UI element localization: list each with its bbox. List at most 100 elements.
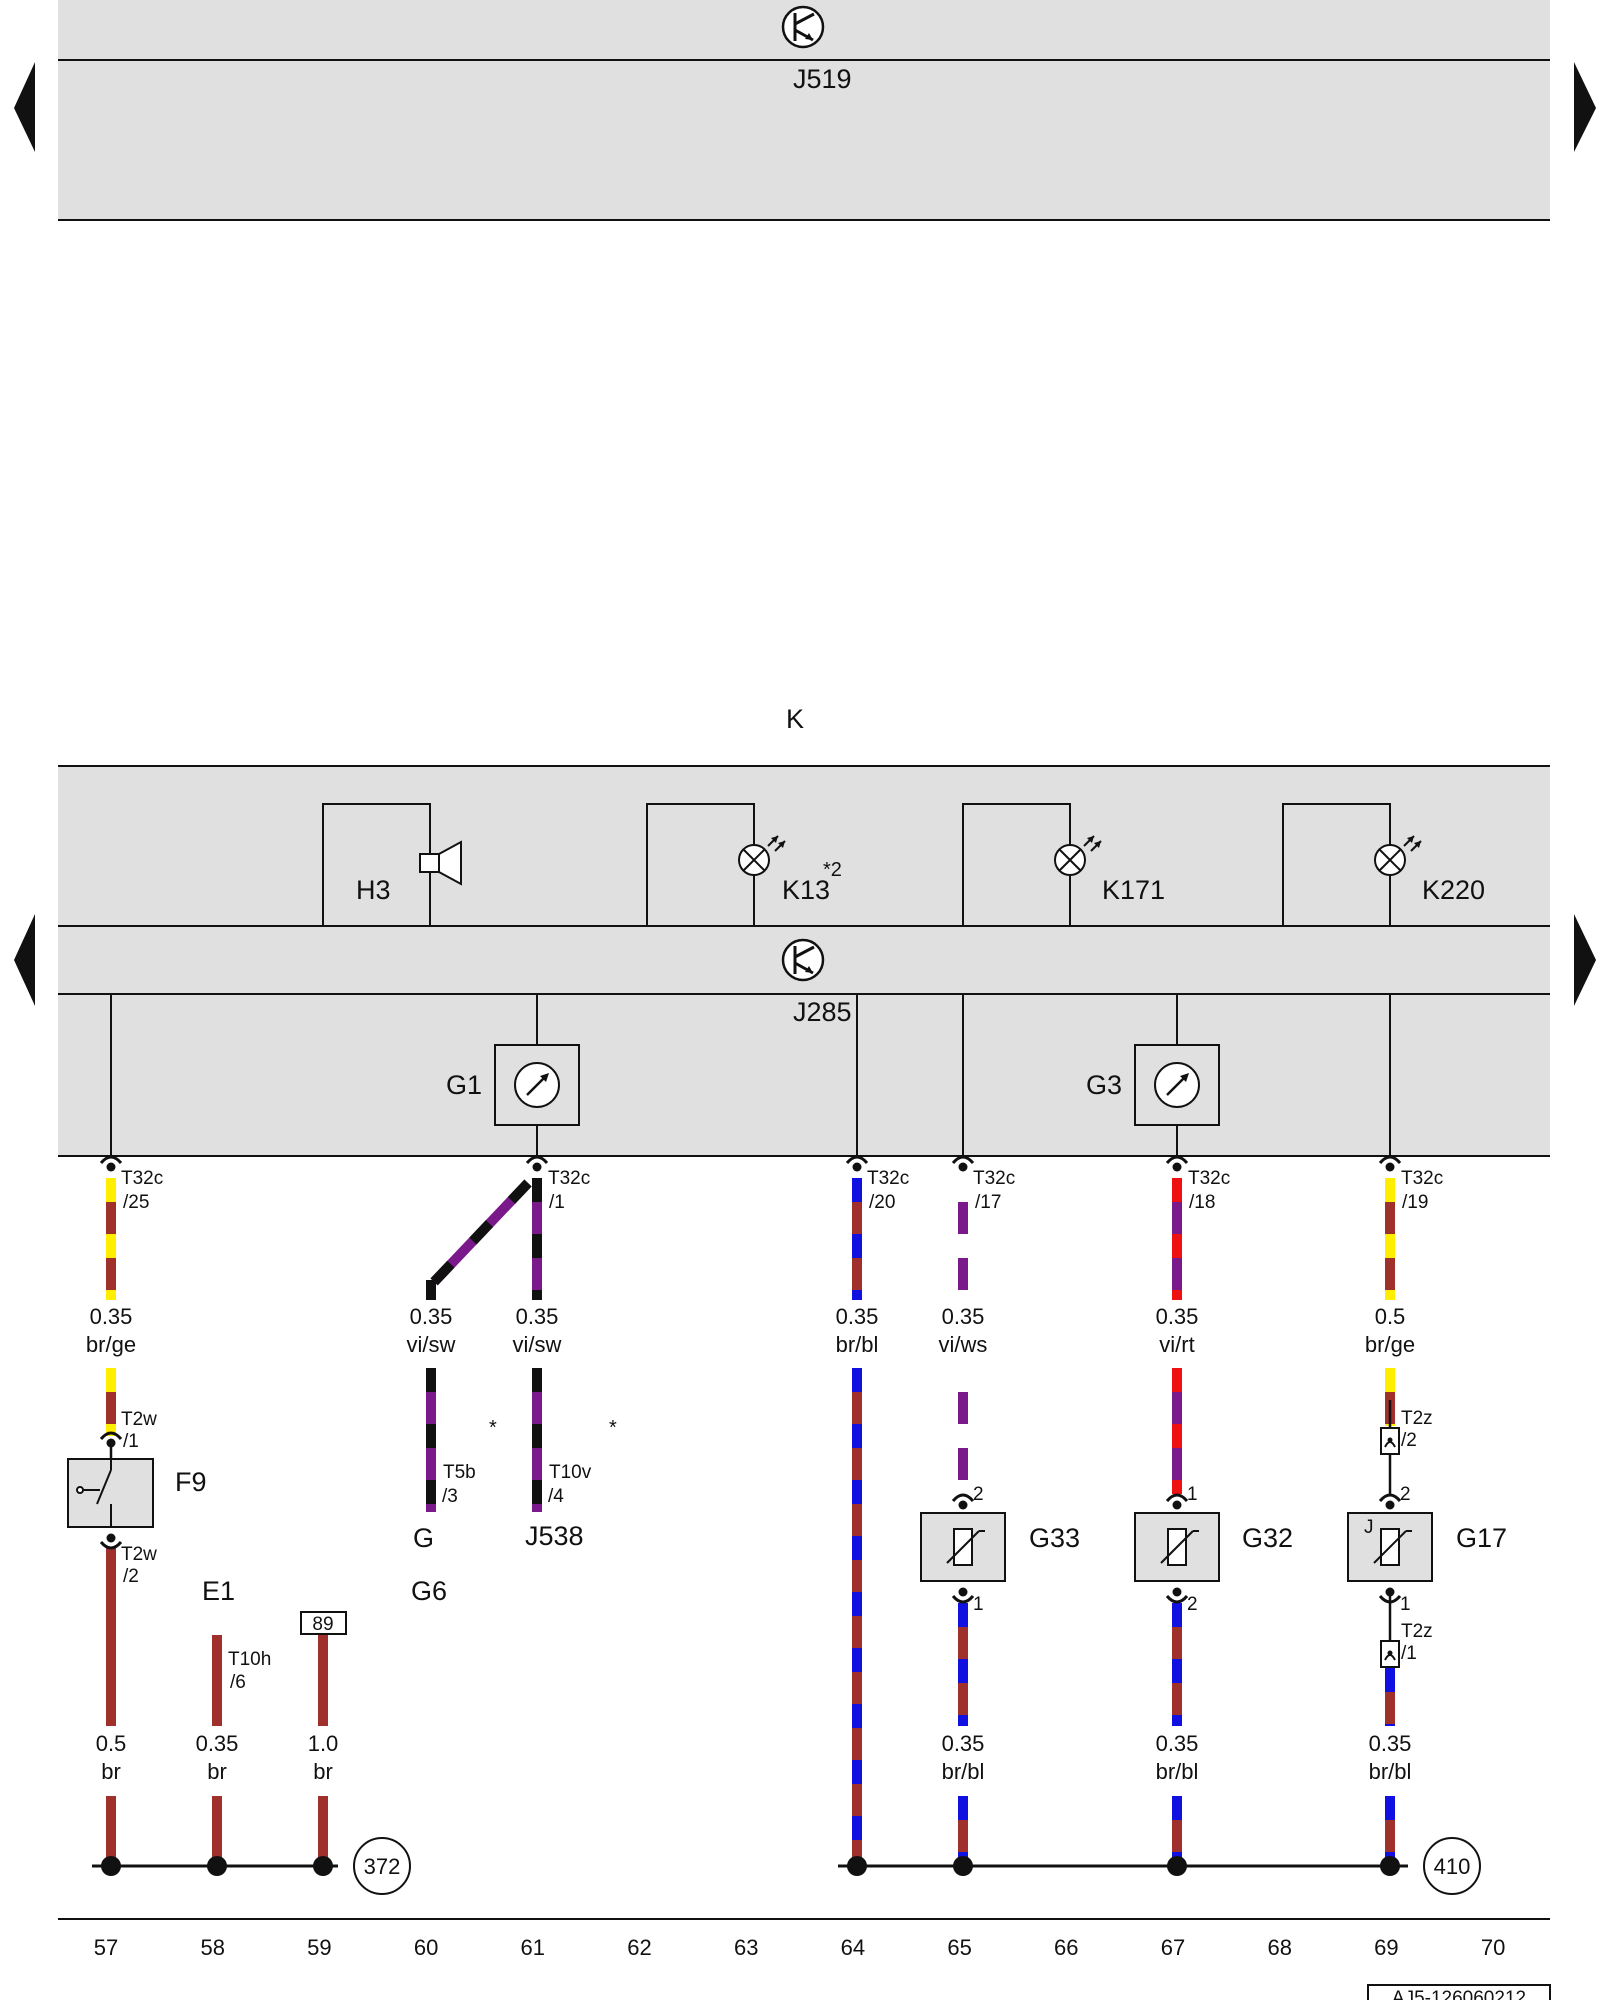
column-number-61: 61 (521, 1935, 545, 1960)
g32-pin2: 2 (1187, 1594, 1198, 1615)
t32c-25-connector-icon (99, 1155, 123, 1173)
column-number-63: 63 (734, 1935, 758, 1960)
c67-name: T32c (1188, 1168, 1230, 1189)
label-e1: E1 (202, 1576, 235, 1606)
c57-name: T32c (121, 1168, 163, 1189)
t2z2-name: T2z (1401, 1408, 1433, 1429)
label-k13-note: *2 (823, 859, 842, 881)
c69-pin: /19 (1402, 1192, 1428, 1213)
t2z1-pin: /1 (1401, 1643, 1417, 1664)
label-j519: J519 (793, 64, 852, 94)
w57a-color: br/ge (86, 1332, 136, 1357)
column-number-58: 58 (200, 1935, 224, 1960)
t2z1-connector-icon (1380, 1640, 1400, 1668)
ground-ref-left: 372 (364, 1854, 401, 1879)
w58b-size: 0.35 (196, 1731, 239, 1756)
w59b-size: 1.0 (308, 1731, 339, 1756)
label-k171: K171 (1102, 875, 1165, 905)
label-g6: G6 (411, 1576, 447, 1606)
label-h3: H3 (356, 875, 391, 905)
w67a-color: vi/rt (1159, 1332, 1194, 1357)
label-ref-89: 89 (312, 1614, 333, 1635)
ground-ref-right: 410 (1434, 1854, 1471, 1879)
label-f9: F9 (175, 1467, 207, 1497)
g32-pin1: 1 (1187, 1484, 1198, 1505)
g33-pin1: 1 (973, 1594, 984, 1615)
ground-bus-left (92, 1856, 338, 1876)
c67-pin: /18 (1189, 1192, 1215, 1213)
w65a-size: 0.35 (942, 1304, 985, 1329)
w61a-size: 0.35 (516, 1304, 559, 1329)
column-number-67: 67 (1161, 1935, 1185, 1960)
label-g17: G17 (1456, 1523, 1507, 1553)
t2z2-connector-icon (1380, 1427, 1400, 1455)
label-k220: K220 (1422, 875, 1485, 905)
t32c-20-connector-icon (845, 1155, 869, 1173)
star-61: * (609, 1417, 617, 1439)
c61-name: T32c (548, 1168, 590, 1189)
g33-pin1-connector-icon (951, 1586, 975, 1604)
c64-name: T32c (867, 1168, 909, 1189)
ground-ref-right-circle (1423, 1837, 1481, 1895)
g32-sensor-icon (1134, 1512, 1220, 1582)
nav-left-arrow-top[interactable] (14, 62, 35, 152)
switch-icon (67, 1458, 154, 1528)
w60a-size: 0.35 (410, 1304, 453, 1329)
w69a-color: br/ge (1365, 1332, 1415, 1357)
w67b-color: br/bl (1156, 1759, 1199, 1784)
label-k: K (786, 704, 804, 734)
label-g1: G1 (446, 1070, 482, 1100)
label-g33: G33 (1029, 1523, 1080, 1553)
column-number-66: 66 (1054, 1935, 1078, 1960)
g17-pin2: 2 (1400, 1484, 1411, 1505)
label-g32: G32 (1242, 1523, 1293, 1553)
label-j538: J538 (525, 1521, 584, 1551)
t2w2-pin: /2 (123, 1566, 139, 1587)
t2w2-name: T2w (121, 1544, 157, 1565)
internal-conductors (110, 994, 1391, 1156)
t5b-name: T5b (443, 1462, 476, 1483)
t10h-pin: /6 (230, 1672, 246, 1693)
w58b-color: br (207, 1759, 227, 1784)
ground-bus-right (838, 1856, 1408, 1876)
c69-name: T32c (1401, 1168, 1443, 1189)
g17-pin1: 1 (1400, 1594, 1411, 1615)
w64a-size: 0.35 (836, 1304, 879, 1329)
c57-pin: /25 (123, 1192, 149, 1213)
c65-name: T32c (973, 1168, 1015, 1189)
wire-60-diagonal-stripe (430, 1179, 532, 1286)
w57b-size: 0.5 (96, 1731, 127, 1756)
buzzer-icon (419, 840, 462, 886)
t32c-19-connector-icon (1378, 1155, 1402, 1173)
g32-pin2-connector-icon (1165, 1586, 1189, 1604)
t2z1-name: T2z (1401, 1621, 1433, 1642)
label-k13: K13 (782, 875, 830, 905)
g17-mark: J (1364, 1517, 1374, 1538)
g17-sensor-icon (1347, 1512, 1433, 1582)
g33-pin2: 2 (973, 1484, 984, 1505)
c61-pin: /1 (549, 1192, 565, 1213)
w57a-size: 0.35 (90, 1304, 133, 1329)
t5b-pin: /3 (442, 1486, 458, 1507)
t10h-name: T10h (228, 1649, 271, 1670)
nav-right-arrow-top[interactable] (1574, 62, 1596, 152)
w67a-size: 0.35 (1156, 1304, 1199, 1329)
w69a-size: 0.5 (1375, 1304, 1406, 1329)
column-number-69: 69 (1374, 1935, 1398, 1960)
nav-right-arrow-bottom[interactable] (1574, 914, 1596, 1006)
w67b-size: 0.35 (1156, 1731, 1199, 1756)
w61a-color: vi/sw (513, 1332, 562, 1357)
t32c-18-connector-icon (1165, 1155, 1189, 1173)
g33-pin2-connector-icon (951, 1493, 975, 1511)
g33-sensor-icon (920, 1512, 1006, 1582)
g32-pin1-connector-icon (1165, 1493, 1189, 1511)
column-number-60: 60 (414, 1935, 438, 1960)
t2w1-name: T2w (121, 1409, 157, 1430)
column-number-64: 64 (841, 1935, 865, 1960)
nav-left-arrow-bottom[interactable] (14, 914, 35, 1006)
t32c-17-connector-icon (951, 1155, 975, 1173)
j285-transistor-icon (781, 938, 825, 982)
label-g3: G3 (1086, 1070, 1122, 1100)
w65a-color: vi/ws (939, 1332, 988, 1357)
